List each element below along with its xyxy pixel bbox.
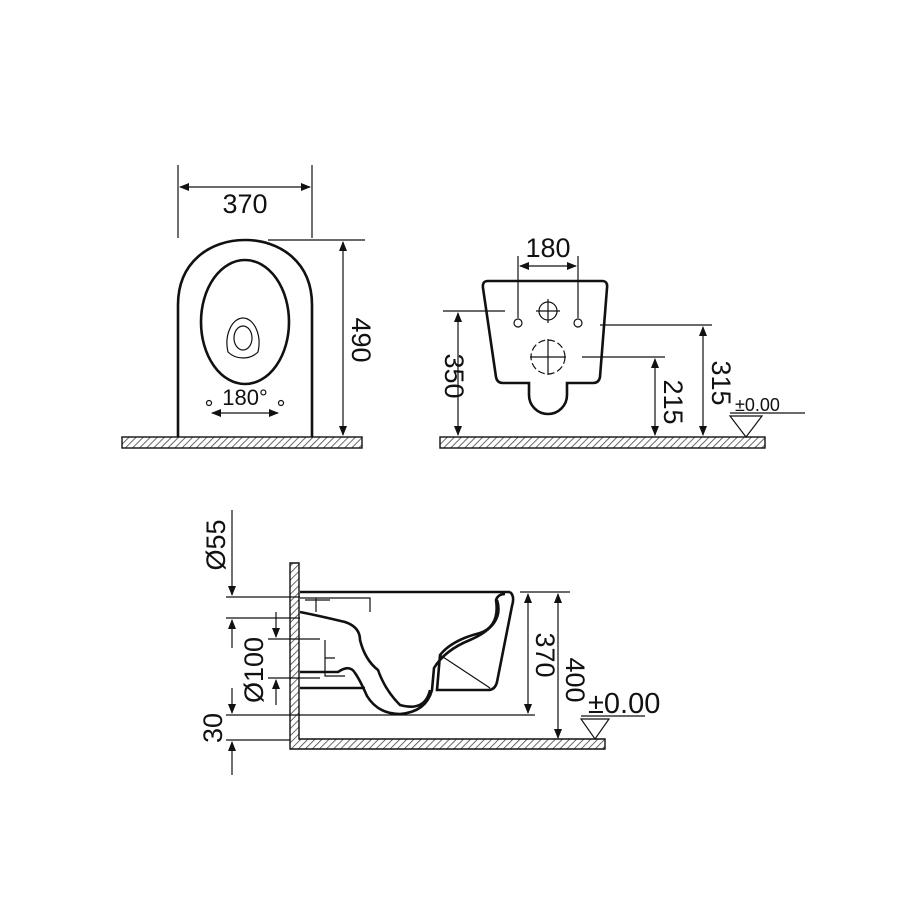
fixing-hole-right (573, 318, 583, 328)
wall-floor-hatch (289, 562, 606, 750)
outlet-diameter-label: Ø100 (239, 637, 269, 703)
seat-opening (199, 258, 291, 386)
inlet-pipe (300, 597, 371, 612)
trap-inner (233, 325, 253, 351)
rear-outline (481, 279, 609, 416)
bowl-outline (176, 238, 314, 437)
rim-height-label: 400 (560, 657, 590, 702)
side-section-view: Ø55 Ø100 30 370 400 ±0.00 (198, 510, 660, 775)
offset-label: 30 (198, 713, 228, 743)
hinge-point (205, 399, 213, 407)
rotation-label: 180° (222, 385, 268, 410)
trap-opening (226, 317, 260, 359)
datum-triangle (728, 415, 764, 438)
floor-hatch (439, 436, 766, 449)
datum-label: ±0.00 (735, 395, 780, 415)
floor-hatch (121, 436, 363, 449)
fixing-hole-left (513, 318, 523, 328)
rear-view: 180 350 215 315 ±0.00 (439, 233, 805, 449)
bowl-height-label: 370 (530, 632, 560, 677)
width-label: 370 (222, 189, 267, 219)
hinge-point (277, 399, 285, 407)
inlet-height-label: 315 (706, 360, 736, 405)
outlet-pipe (324, 640, 345, 677)
datum-label: ±0.00 (588, 688, 660, 720)
fixing-height-label: 350 (439, 353, 469, 398)
inlet-diameter-label: Ø55 (201, 519, 231, 570)
front-view: 370 490 180° (121, 165, 376, 449)
datum-triangle (579, 718, 611, 741)
hole-spacing-label: 180 (525, 233, 570, 263)
waste-height-label: 215 (658, 379, 688, 424)
bowl-section (299, 590, 515, 716)
height-label: 490 (346, 317, 376, 362)
